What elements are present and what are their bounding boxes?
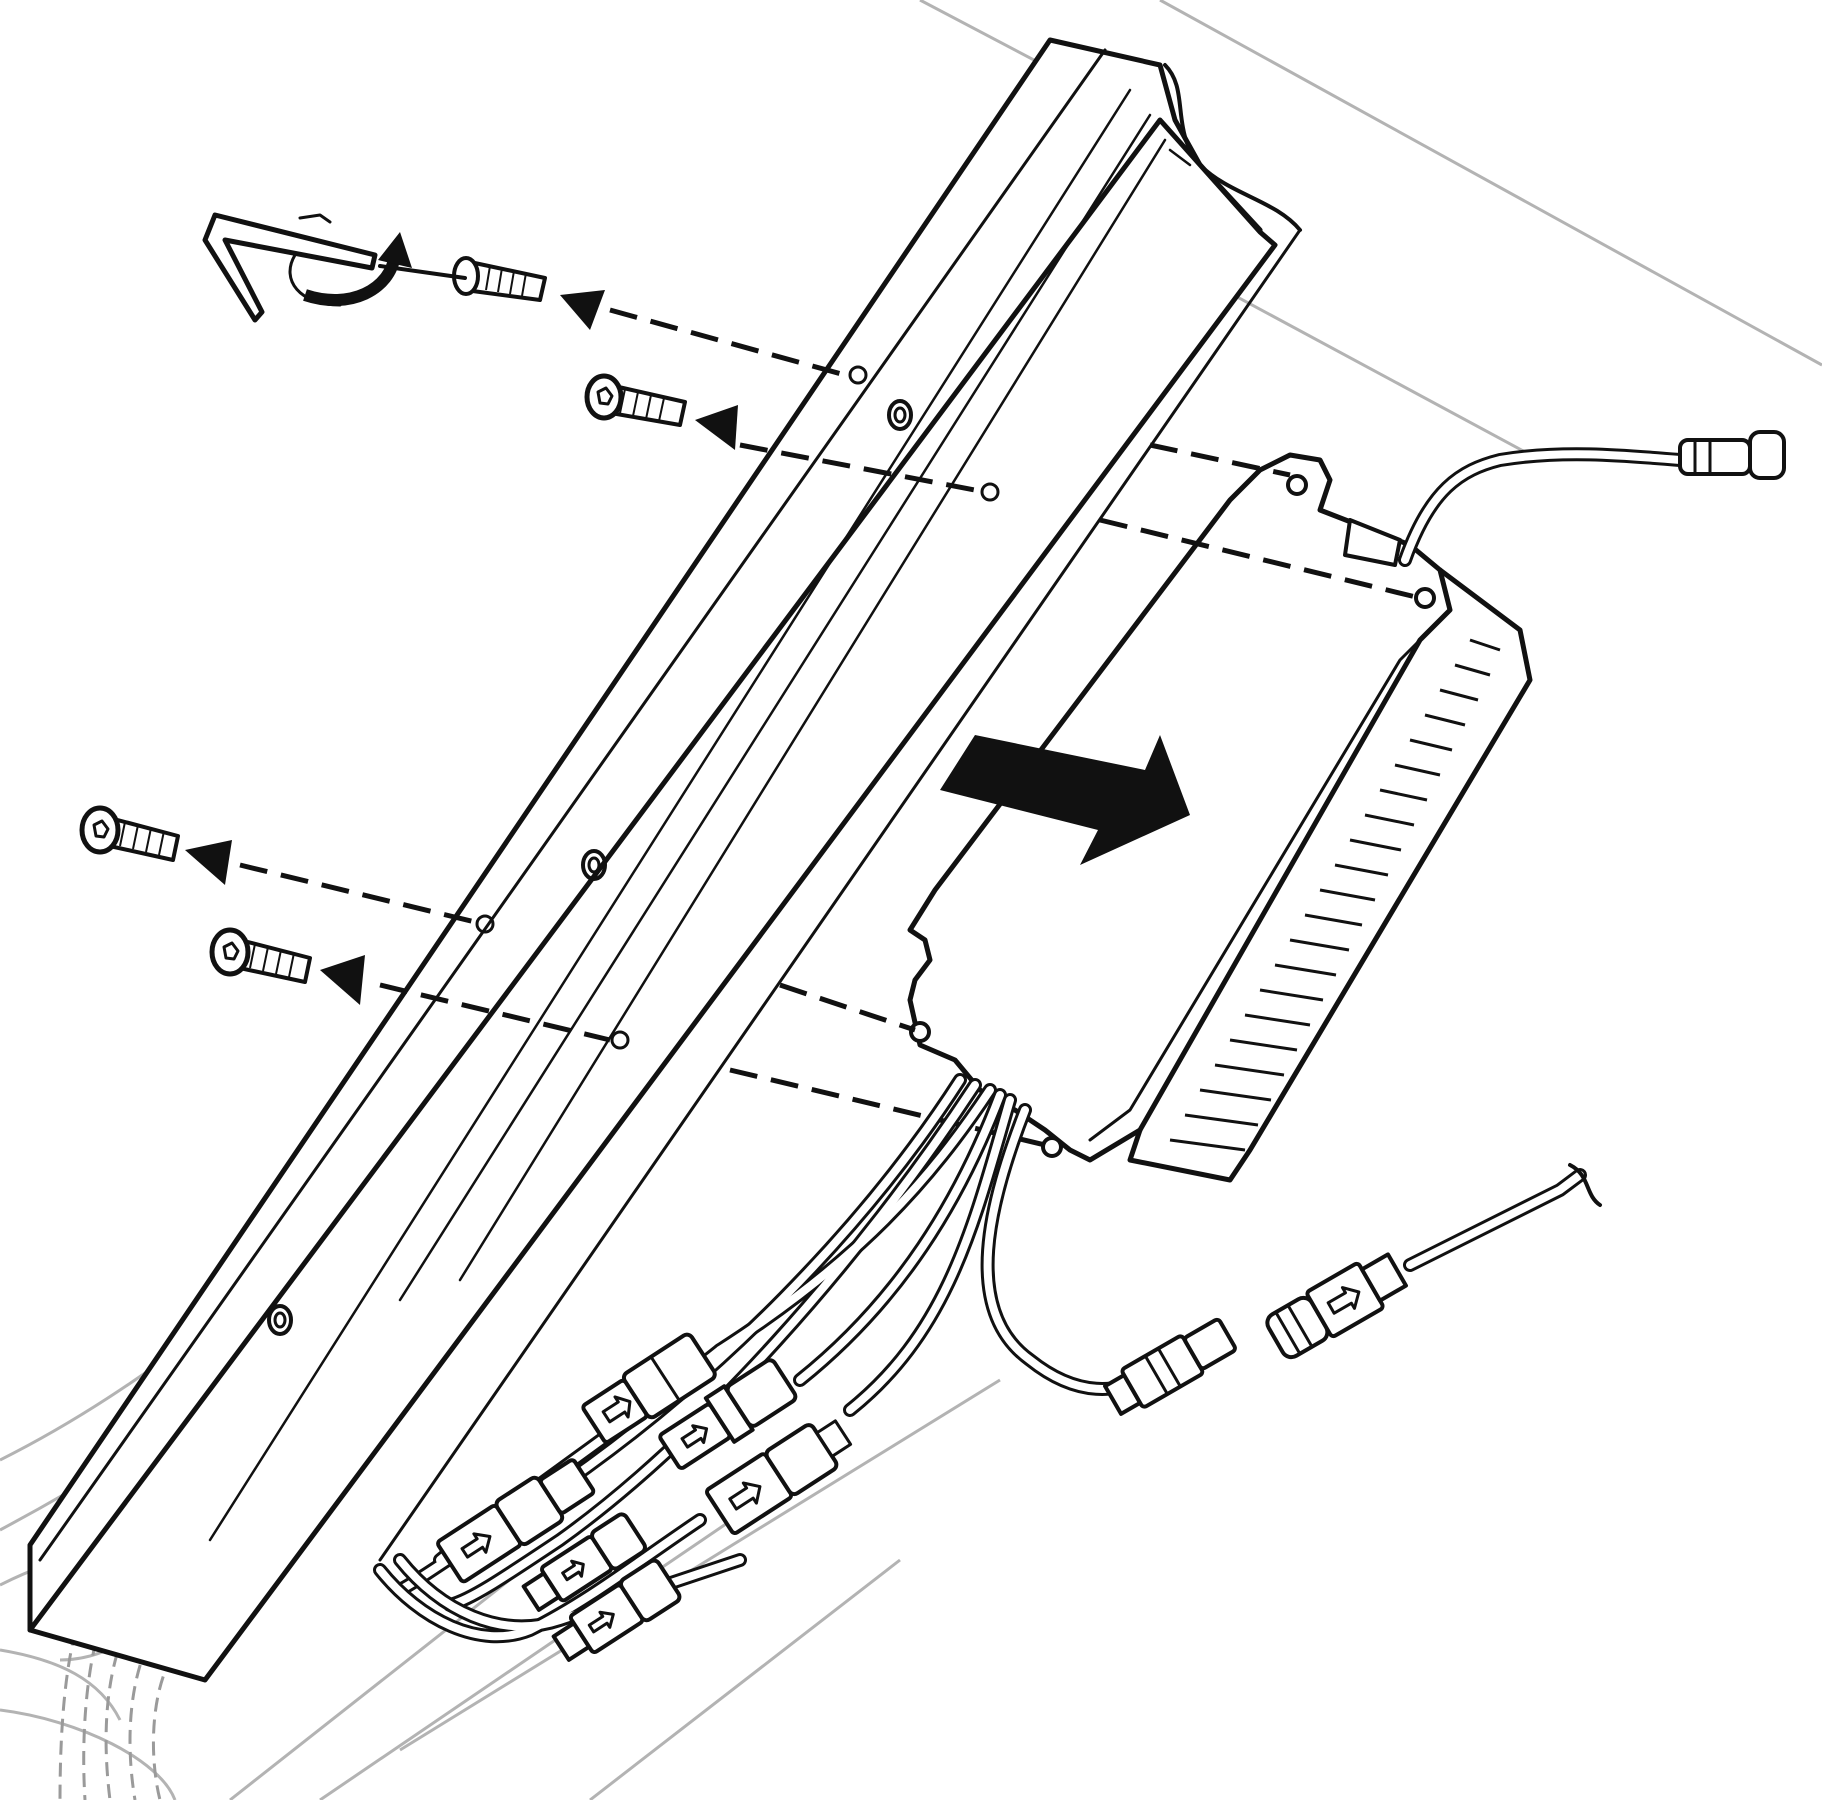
- arrow-right-bold-icon: [940, 735, 1190, 865]
- connector-4: [436, 1458, 596, 1584]
- connector-7: [1103, 1317, 1237, 1416]
- arrow-left-dashed-icons: [185, 290, 738, 1005]
- connector-5: [521, 1512, 647, 1612]
- connector-3: [705, 1419, 853, 1535]
- connector-1: [581, 1332, 717, 1444]
- incoming-cable: [1403, 1163, 1602, 1272]
- connector-8: [1265, 1252, 1408, 1360]
- mounting-rail: [27, 37, 1302, 1683]
- bolt-4: [209, 927, 312, 984]
- bolt-2: [584, 373, 687, 427]
- connector-2: [658, 1358, 798, 1470]
- curved-arrow-icon: [303, 232, 412, 306]
- connector-6: [551, 1558, 682, 1662]
- bolt-3: [79, 805, 180, 862]
- alignment-lines: [239, 307, 1421, 1148]
